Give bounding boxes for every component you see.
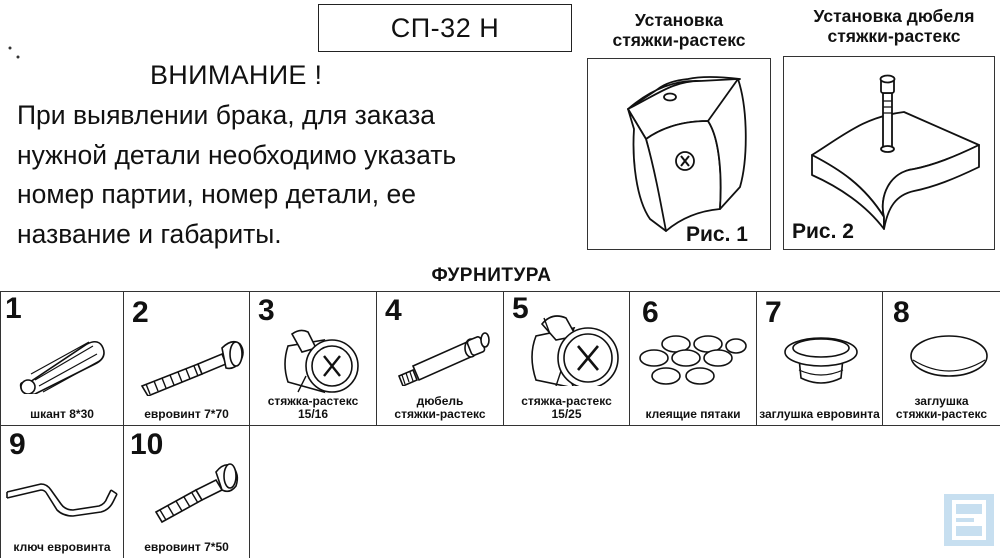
logo-icon (952, 500, 986, 540)
adhesive-pads-icon (639, 335, 747, 385)
cam-lock-cap-icon (910, 335, 988, 377)
warning-line-1: При выявлении брака, для заказа (17, 100, 436, 130)
part-caption-line-1: евровинт 7*70 (144, 407, 229, 421)
euro-screw-70-icon (140, 340, 244, 396)
part-caption-line-2: стяжки-растекс (895, 407, 988, 421)
warning-line-3: номер партии, номер детали, ее (17, 179, 416, 209)
dowel-installation-diagram (811, 74, 980, 230)
warning-line-2: нужной детали необходимо указать (17, 139, 457, 170)
warning-text: При выявлении брака, для заказа нужной д… (17, 96, 577, 254)
document-title: СП-32 Н (318, 4, 572, 52)
figure-2-caption: Установка дюбеля стяжки-растекс (794, 6, 994, 46)
part-caption: евровинт 7*50 (124, 541, 249, 554)
part-caption: стяжка-растекс 15/16 (250, 395, 376, 421)
grid-divider (249, 425, 251, 558)
part-cell-8: 8 заглушка стяжки-растекс (882, 291, 1000, 425)
figure-2-frame: Рис. 2 (783, 56, 995, 250)
part-number: 1 (5, 292, 22, 325)
part-cell-1: 1 шкант 8*30 (0, 291, 123, 425)
part-number: 8 (893, 296, 910, 329)
part-caption-line-1: евровинт 7*50 (144, 540, 229, 554)
part-number: 3 (258, 294, 275, 327)
part-cell-6: 6 клеящие пятаки (629, 291, 756, 425)
part-number: 7 (765, 296, 782, 329)
part-cell-7: 7 заглушка евровинта (756, 291, 882, 425)
part-caption-line-2: стяжки-растекс (394, 407, 486, 421)
part-caption-line-1: стяжка-растекс (521, 394, 612, 408)
part-cell-2: 2 евровинт 7*70 (123, 291, 249, 425)
part-cell-10: 10 евровинт 7*50 (123, 425, 249, 558)
cam-lock-installation-diagram (627, 76, 747, 232)
warning-line-4: название и габариты. (17, 218, 282, 249)
euro-screw-50-icon (154, 463, 239, 524)
watermark-logo (944, 494, 994, 546)
part-caption: дюбель стяжки-растекс (377, 395, 503, 421)
figure-2-label: Рис. 2 (792, 220, 854, 243)
part-caption: заглушка евровинта (757, 408, 882, 421)
part-caption-line-1: шкант 8*30 (30, 407, 94, 421)
cam-lock-15-16-icon (284, 329, 359, 394)
part-caption-line-2: 15/25 (551, 407, 582, 421)
part-caption: шкант 8*30 (1, 408, 123, 421)
figure-1-label: Рис. 1 (686, 223, 748, 246)
scan-marks (8, 46, 20, 59)
part-number: 10 (130, 428, 164, 461)
euro-screw-cap-icon (784, 337, 858, 384)
part-number: 5 (512, 292, 529, 325)
part-caption-line-1: заглушка (914, 394, 969, 408)
part-cell-9: 9 ключ евровинта (0, 425, 123, 558)
part-caption-line-1: клеящие пятаки (645, 407, 741, 421)
cam-dowel-icon (397, 332, 490, 386)
figure-2-caption-line-2: стяжки-растекс (827, 26, 961, 46)
hex-key-icon (6, 483, 118, 517)
part-number: 4 (385, 294, 402, 327)
part-cell-3: 3 стяжка-растекс 15/16 (249, 291, 376, 425)
part-cell-5: 5 стяжка-растекс 15/25 (503, 291, 629, 425)
part-number: 9 (9, 428, 26, 461)
part-number: 2 (132, 296, 149, 329)
part-caption: заглушка стяжки-растекс (883, 395, 1000, 421)
dowel-pin-icon (19, 340, 105, 394)
part-caption-line-1: заглушка евровинта (759, 407, 880, 421)
part-caption: ключ евровинта (1, 541, 123, 554)
hardware-section-title: ФУРНИТУРА (431, 265, 552, 286)
hardware-grid: 1 шкант 8*30 2 евровинт 7*70 (0, 291, 1000, 558)
part-caption: стяжка-растекс 15/25 (504, 395, 629, 421)
cam-lock-15-25-icon (531, 315, 619, 386)
figure-1-caption: Установка стяжки-растекс (596, 10, 762, 50)
figure-1-caption-line-1: Установка (634, 10, 724, 30)
figure-1-caption-line-2: стяжки-растекс (612, 30, 746, 50)
grid-divider (0, 425, 1000, 427)
figure-2-caption-line-1: Установка дюбеля (813, 6, 975, 26)
warning-heading: ВНИМАНИЕ ! (150, 60, 323, 90)
part-caption-line-1: стяжка-растекс (267, 394, 359, 408)
part-number: 6 (642, 296, 659, 329)
part-caption: евровинт 7*70 (124, 408, 249, 421)
part-caption-line-2: 15/16 (297, 407, 329, 421)
figure-1-frame: Рис. 1 (587, 58, 771, 250)
part-cell-4: 4 дюбель стяжки-растекс (376, 291, 503, 425)
part-caption: клеящие пятаки (630, 408, 756, 421)
part-caption-line-1: дюбель (416, 394, 464, 408)
part-caption-line-1: ключ евровинта (13, 540, 111, 554)
